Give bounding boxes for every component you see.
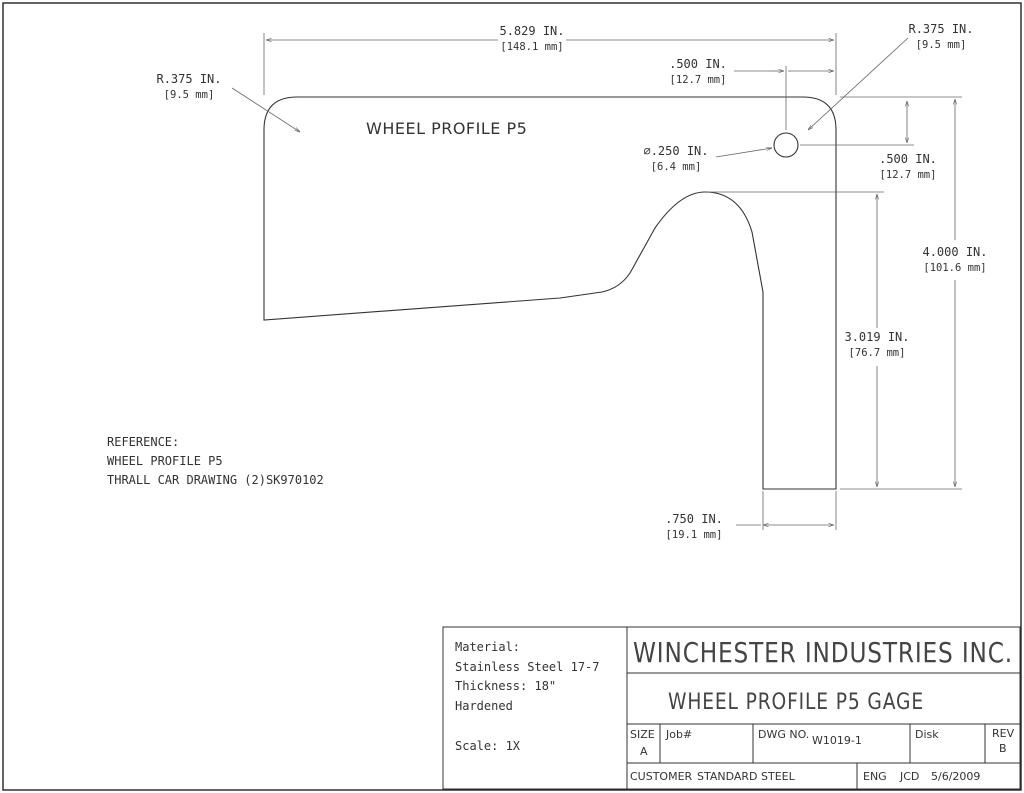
svg-text:R.375 IN.: R.375 IN. [908,22,973,36]
treatment: Hardened [455,699,513,713]
svg-text:5.829 IN.: 5.829 IN. [499,24,564,38]
customer-value: STANDARD STEEL [697,770,796,783]
rev-label: REV [992,727,1015,740]
svg-text:[12.7 mm]: [12.7 mm] [880,169,937,181]
scale: Scale: 1X [455,739,521,753]
part-label: WHEEL PROFILE P5 [366,119,527,138]
size-label: SIZE [630,728,655,741]
dim-hole-diameter: ⌀.250 IN. [6.4 mm] [643,144,772,173]
svg-text:[12.7 mm]: [12.7 mm] [670,74,727,86]
svg-text:⌀.250 IN.: ⌀.250 IN. [643,144,708,158]
svg-text:.500 IN.: .500 IN. [669,57,727,71]
disk-label: Disk [915,728,939,741]
dim-radius-right: R.375 IN. [9.5 mm] [808,22,974,130]
dim-hole-offset-x: .500 IN. [12.7 mm] [669,57,834,130]
eng-value: JCD [899,770,919,783]
part-outline [263,96,837,490]
dwg-label: DWG NO. [758,728,809,741]
dim-hole-offset-y: .500 IN. [12.7 mm] [800,96,937,181]
svg-text:WHEEL PROFILE P5: WHEEL PROFILE P5 [107,454,223,468]
company-name: WINCHESTER INDUSTRIES INC. [633,636,1013,669]
svg-text:[19.1 mm]: [19.1 mm] [666,529,723,541]
svg-text:[76.7 mm]: [76.7 mm] [849,347,906,359]
svg-text:REFERENCE:: REFERENCE: [107,435,179,449]
dim-overall-width: 5.829 IN. [148.1 mm] [263,24,837,95]
svg-text:.500 IN.: .500 IN. [879,152,937,166]
title-block: Material: Stainless Steel 17-7 Thickness… [442,626,1021,790]
drawing-date: 5/6/2009 [931,770,980,783]
dim-radius-left: R.375 IN. [9.5 mm] [156,72,300,132]
drawing-title: WHEEL PROFILE P5 GAGE [668,690,924,715]
reference-notes: REFERENCE: WHEEL PROFILE P5 THRALL CAR D… [107,435,324,487]
svg-text:[101.6 mm]: [101.6 mm] [923,262,986,274]
material-label: Material: [455,640,520,654]
size-value: A [640,745,648,758]
svg-text:[9.5 mm]: [9.5 mm] [164,89,215,101]
material-value: Stainless Steel 17-7 [455,660,600,674]
dim-leg-width: .750 IN. [19.1 mm] [665,491,837,541]
job-label: Job# [665,728,692,741]
rev-value: B [999,742,1007,755]
svg-text:THRALL CAR DRAWING (2)SK970102: THRALL CAR DRAWING (2)SK970102 [107,473,324,487]
mounting-hole [773,132,799,158]
eng-label: ENG [863,770,887,783]
dim-overall-height: 4.000 IN. [101.6 mm] [840,96,988,490]
svg-text:[148.1 mm]: [148.1 mm] [500,41,563,53]
customer-label: CUSTOMER [630,770,693,783]
svg-text:[9.5 mm]: [9.5 mm] [916,39,967,51]
svg-text:[6.4 mm]: [6.4 mm] [651,161,702,173]
svg-text:R.375 IN.: R.375 IN. [156,72,221,86]
thickness: Thickness: 18" [455,679,556,693]
svg-text:.750 IN.: .750 IN. [665,512,723,526]
svg-text:3.019 IN.: 3.019 IN. [844,330,909,344]
dwg-value: W1019-1 [812,734,862,747]
svg-text:4.000 IN.: 4.000 IN. [922,245,987,259]
dim-leg-height: 3.019 IN. [76.7 mm] [707,191,910,487]
